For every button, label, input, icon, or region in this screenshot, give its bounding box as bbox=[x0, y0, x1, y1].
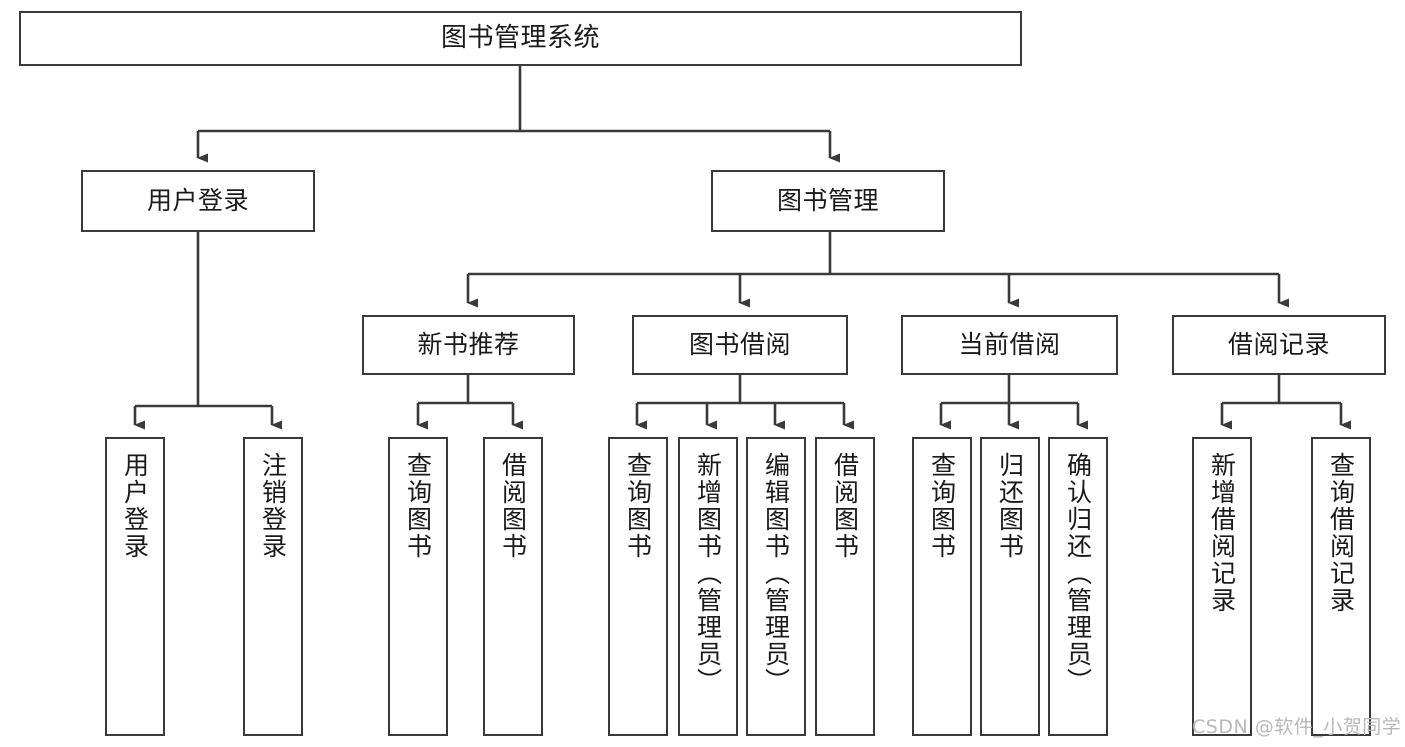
node-label: 用户登录 bbox=[120, 452, 150, 560]
node-user-login[interactable]: 用户登录 bbox=[81, 170, 315, 232]
node-label: 图书管理系统 bbox=[440, 22, 600, 53]
node-label: 当前借阅 bbox=[958, 329, 1061, 359]
node-leaf-borrow-book-2[interactable]: 借阅图书 bbox=[815, 437, 875, 736]
node-label: 图书管理 bbox=[776, 185, 879, 215]
node-borrow-record[interactable]: 借阅记录 bbox=[1172, 315, 1386, 375]
node-leaf-query-book-1[interactable]: 查询图书 bbox=[388, 437, 448, 736]
node-book-borrow[interactable]: 图书借阅 bbox=[632, 315, 848, 375]
csdn-watermark: CSDN @软件_小贺同学 bbox=[1192, 716, 1402, 738]
node-leaf-add-record[interactable]: 新增借阅记录 bbox=[1192, 437, 1252, 736]
node-leaf-return-book[interactable]: 归还图书 bbox=[980, 437, 1040, 736]
node-leaf-user-login[interactable]: 用户登录 bbox=[105, 437, 165, 736]
node-label: 新增图书（管理员） bbox=[693, 452, 723, 695]
node-leaf-query-book-2[interactable]: 查询图书 bbox=[608, 437, 668, 736]
node-leaf-logout[interactable]: 注销登录 bbox=[243, 437, 303, 736]
node-label: 查询图书 bbox=[623, 452, 653, 560]
node-new-book-recommend[interactable]: 新书推荐 bbox=[362, 315, 575, 375]
node-label: 新增借阅记录 bbox=[1207, 452, 1237, 614]
node-label: 查询图书 bbox=[403, 452, 433, 560]
node-label: 注销登录 bbox=[258, 452, 288, 560]
node-label: 查询借阅记录 bbox=[1326, 452, 1356, 614]
node-label: 图书借阅 bbox=[688, 329, 791, 359]
node-label: 借阅记录 bbox=[1227, 329, 1330, 359]
node-leaf-borrow-book-1[interactable]: 借阅图书 bbox=[483, 437, 543, 736]
node-leaf-query-record[interactable]: 查询借阅记录 bbox=[1311, 437, 1371, 736]
node-label: 确认归还（管理员） bbox=[1063, 452, 1093, 695]
node-label: 编辑图书（管理员） bbox=[761, 452, 791, 695]
node-label: 用户登录 bbox=[146, 185, 249, 215]
node-leaf-add-book[interactable]: 新增图书（管理员） bbox=[678, 437, 738, 736]
node-leaf-query-book-3[interactable]: 查询图书 bbox=[912, 437, 972, 736]
node-root-system[interactable]: 图书管理系统 bbox=[19, 11, 1022, 66]
node-label: 归还图书 bbox=[995, 452, 1025, 560]
node-label: 新书推荐 bbox=[417, 329, 520, 359]
node-label: 查询图书 bbox=[927, 452, 957, 560]
node-current-borrow[interactable]: 当前借阅 bbox=[901, 315, 1118, 375]
node-label: 借阅图书 bbox=[830, 452, 860, 560]
node-label: 借阅图书 bbox=[498, 452, 528, 560]
node-leaf-edit-book[interactable]: 编辑图书（管理员） bbox=[746, 437, 806, 736]
node-book-management[interactable]: 图书管理 bbox=[711, 170, 945, 232]
node-leaf-confirm-return[interactable]: 确认归还（管理员） bbox=[1048, 437, 1108, 736]
